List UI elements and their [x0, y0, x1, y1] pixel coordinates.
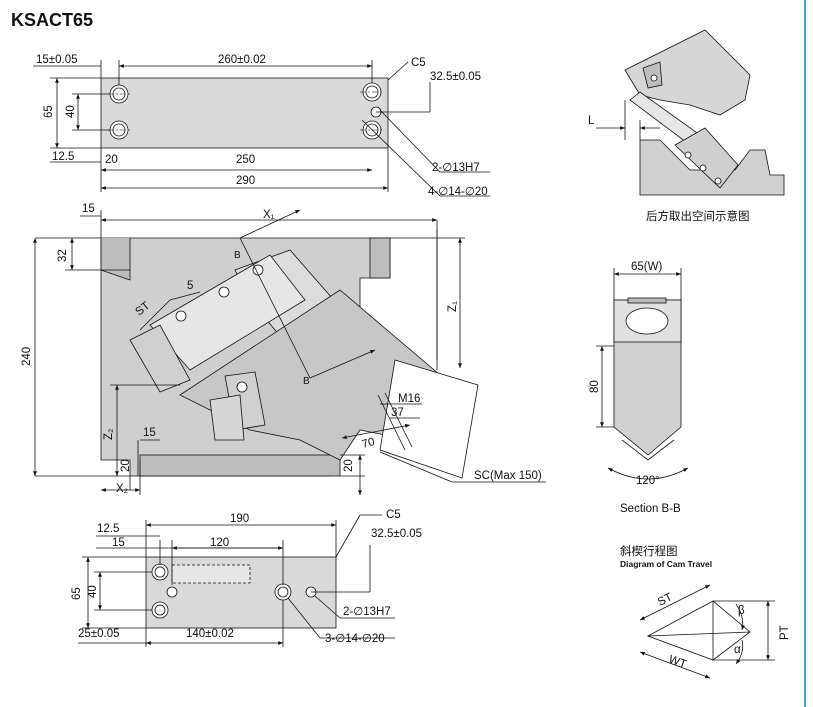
label-l: L [588, 115, 595, 127]
top-view [33, 60, 490, 197]
dim-25: 25±0.05 [78, 628, 120, 640]
label-z1: Z₁ [447, 301, 459, 312]
dim-32-5b: 32.5±0.05 [371, 528, 422, 540]
label-x1: X₁ [263, 209, 275, 221]
label-x2: X₂ [116, 483, 128, 495]
dim-12-5: 12.5 [52, 151, 74, 163]
dim-260: 260±0.02 [218, 54, 266, 66]
dim-bottom-c5: C5 [386, 509, 401, 521]
dim-m16: M16 [398, 393, 420, 405]
dim-40: 40 [65, 105, 77, 118]
dim-140: 140±0.02 [186, 628, 234, 640]
dim-65: 65 [43, 105, 55, 118]
dim-holes-14-20b: 3-∅14-∅20 [325, 633, 385, 645]
dim-15b: 15 [143, 427, 156, 439]
dim-20a: 20 [120, 459, 132, 472]
dim-190: 190 [230, 513, 249, 525]
dim-15: 15±0.05 [36, 54, 78, 66]
dim-5: 5 [187, 280, 193, 292]
dim-120deg: 120° [636, 475, 660, 487]
dim-32-5: 32.5±0.05 [430, 71, 481, 83]
section-b-b [596, 268, 689, 480]
dim-holes-13h7b: 2-∅13H7 [343, 606, 391, 618]
section-b-top: B [234, 250, 241, 261]
label-sc: SC(Max 150) [474, 470, 542, 482]
dim-holes-13h7: 2-∅13H7 [432, 162, 480, 174]
dim-65w: 65(W) [631, 261, 662, 273]
dim-holes-14-20: 4-∅14-∅20 [428, 186, 488, 198]
dim-15c: 15 [112, 537, 125, 549]
dim-40b: 40 [87, 585, 99, 598]
section-caption: Section B-B [620, 503, 681, 515]
section-b-mid: B [303, 376, 310, 387]
rear-removal-view [596, 29, 785, 196]
dim-12-5b: 12.5 [97, 523, 119, 535]
dim-290: 290 [236, 175, 255, 187]
dim-65b: 65 [71, 587, 83, 600]
cam-label-beta: β [738, 605, 745, 617]
bottom-view [78, 514, 395, 647]
cam-label-pt: PT [779, 625, 791, 640]
page-border [804, 0, 806, 707]
dim-250: 250 [236, 154, 255, 166]
side-view [33, 209, 546, 495]
cam-label-st: ST [656, 591, 675, 608]
dim-side-15: 15 [82, 203, 95, 215]
dim-20: 20 [105, 154, 118, 166]
model-title: KSACT65 [11, 10, 94, 30]
rear-caption: 后方取出空间示意图 [646, 209, 750, 223]
dim-32: 32 [57, 249, 69, 262]
dim-70: 70 [361, 436, 376, 451]
label-z2: Z₂ [103, 429, 115, 441]
dim-20b: 20 [343, 459, 355, 472]
cam-caption-cn: 斜楔行程图 [620, 545, 678, 558]
dim-37: 37 [391, 407, 404, 419]
cam-travel-diagram [639, 584, 775, 679]
cam-label-alpha: α [734, 644, 741, 656]
dim-c5: C5 [411, 57, 426, 69]
dim-120: 120 [210, 537, 229, 549]
cam-label-wt: WT [667, 654, 688, 671]
cam-caption-en: Diagram of Cam Travel [620, 559, 712, 569]
dim-80: 80 [589, 380, 601, 393]
dim-240: 240 [21, 347, 33, 366]
